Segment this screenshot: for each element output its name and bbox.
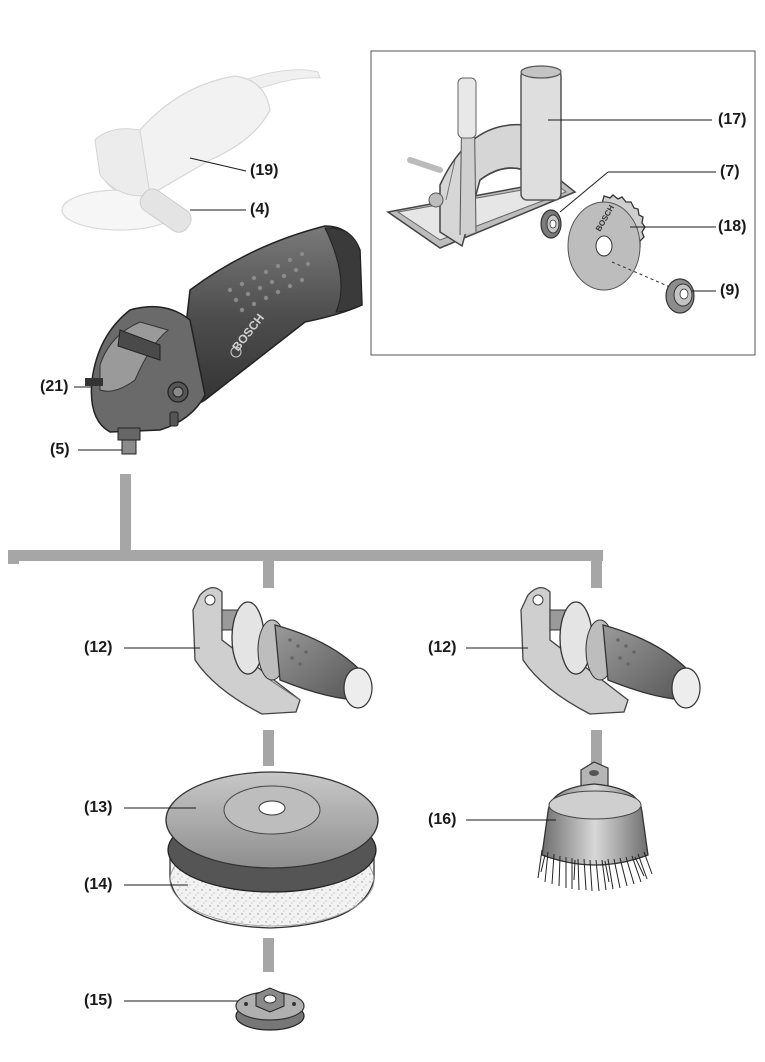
inset-frame	[370, 50, 756, 356]
callout-19: (19)	[250, 162, 279, 179]
cup-wire-brush	[537, 761, 653, 892]
faded-angle-grinder	[61, 69, 321, 233]
callout-15: (15)	[84, 992, 113, 1009]
cutting-guard-with-base-plate	[386, 65, 577, 249]
callout-13: (13)	[84, 799, 113, 816]
callout-5: (5)	[50, 441, 70, 458]
clamping-nut	[665, 278, 695, 314]
leader-7	[559, 171, 609, 213]
callout-16: (16)	[428, 811, 457, 828]
callout-4: (4)	[250, 201, 270, 218]
accessory-connector-lines	[8, 474, 603, 972]
rubber-sanding-plate	[165, 771, 379, 893]
callout-12-right: (12)	[428, 639, 457, 656]
callout-12-left: (12)	[84, 639, 113, 656]
mounting-flange	[540, 209, 562, 239]
diamond-cutting-disc: BOSCH	[567, 194, 671, 291]
callout-21: (21)	[40, 378, 69, 395]
hand-guard-right	[520, 587, 701, 715]
hand-guard-left	[192, 587, 373, 715]
angle-grinder-body: BOSCH	[85, 225, 363, 455]
callout-9: (9)	[720, 282, 740, 299]
leader-19	[189, 157, 247, 172]
backing-pad-nut	[235, 987, 305, 1031]
callout-17: (17)	[718, 111, 747, 128]
callout-18: (18)	[718, 218, 747, 235]
callout-7: (7)	[720, 163, 740, 180]
callout-14: (14)	[84, 876, 113, 893]
